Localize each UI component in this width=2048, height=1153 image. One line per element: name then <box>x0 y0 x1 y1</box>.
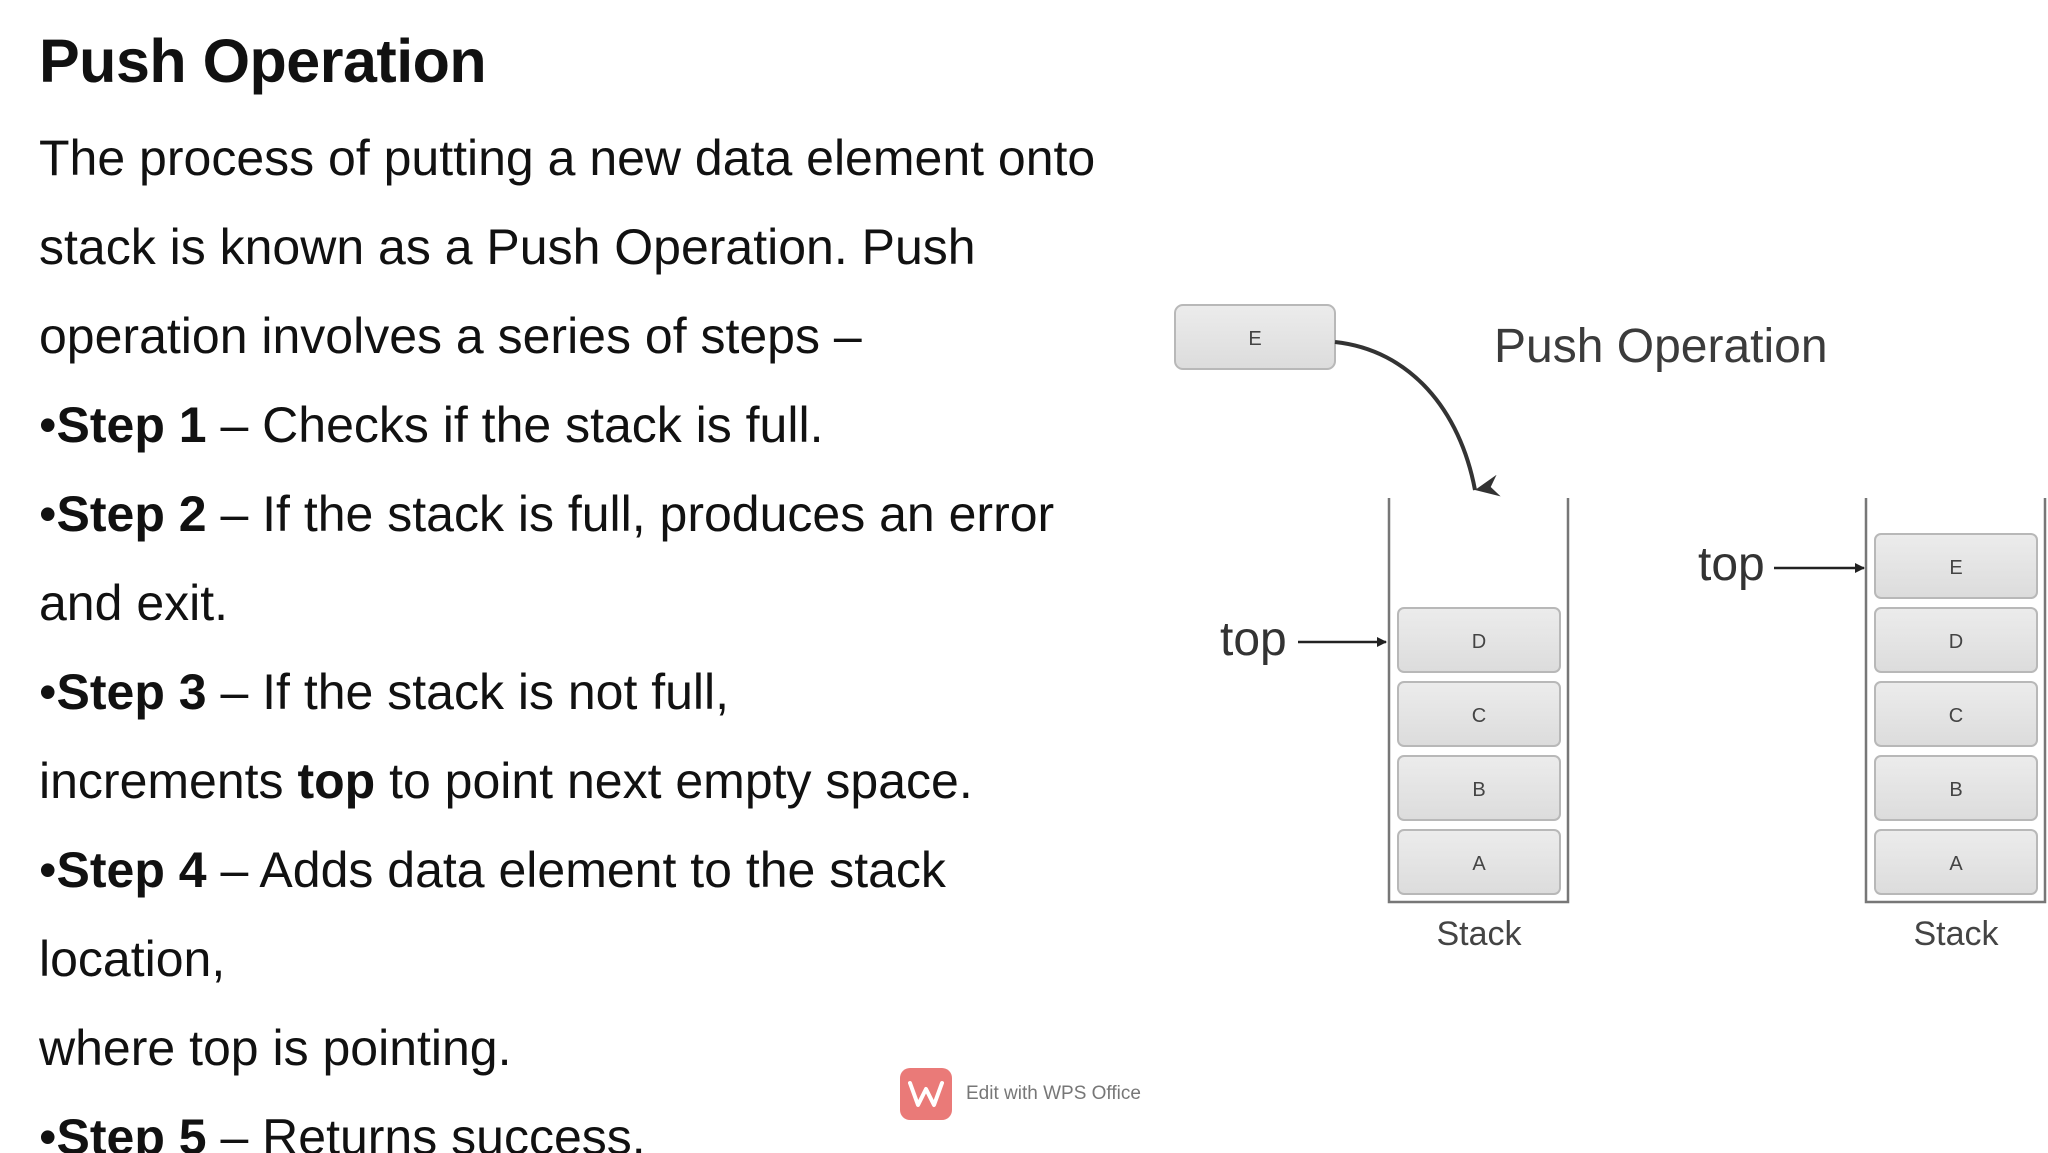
intro-line: The process of putting a new data elemen… <box>39 130 1096 186</box>
stack-cell <box>1874 533 2038 599</box>
push-operation-diagram: Push Operation E D C B A top Stack E <box>1160 290 2048 990</box>
step-3: •Step 3 – If the stack is not full, <box>39 662 729 722</box>
step-text: – If the stack is full, produces an erro… <box>206 486 1055 542</box>
wps-w-glyph <box>908 1081 944 1107</box>
wps-watermark: Edit with WPS Office <box>900 1068 1141 1120</box>
text-fragment: to point next empty space. <box>375 753 973 809</box>
step-5: •Step 5 – Returns success. <box>39 1107 646 1153</box>
wps-watermark-text: Edit with WPS Office <box>966 1083 1141 1104</box>
incoming-element-label: E <box>1248 328 1261 350</box>
step-text: – Adds data element to the stack <box>206 842 946 898</box>
text-fragment: increments <box>39 753 298 809</box>
push-arrow <box>1334 340 1501 497</box>
step-4-continuation: location, <box>39 931 226 987</box>
step-label: Step 5 <box>56 1109 207 1153</box>
stack-cell <box>1397 755 1561 821</box>
stack-caption: Stack <box>1436 915 1522 953</box>
incoming-element-box <box>1174 304 1336 370</box>
stack-cell-label: D <box>1472 631 1486 653</box>
step-label: Step 1 <box>56 397 207 453</box>
top-pointer-label: top <box>1220 613 1287 666</box>
step-1: •Step 1 – Checks if the stack is full. <box>39 395 823 455</box>
stack-cell-label: C <box>1472 705 1486 727</box>
stack-cell-label: E <box>1949 557 1962 579</box>
stack-after-cells: E D C B A <box>1874 533 2038 895</box>
bullet: • <box>39 1109 57 1153</box>
intro-line: stack is known as a Push Operation. Push <box>39 219 976 275</box>
bold-keyword: top <box>297 753 376 809</box>
diagram-title: Push Operation <box>1494 320 1828 373</box>
step-2: •Step 2 – If the stack is full, produces… <box>39 484 1054 544</box>
step-2-continuation: and exit. <box>39 575 229 631</box>
bullet: • <box>39 664 57 720</box>
step-text: – Returns success. <box>206 1109 646 1153</box>
stack-cell <box>1874 829 2038 895</box>
stack-cell-label: A <box>1472 853 1486 875</box>
stack-cell-label: B <box>1472 779 1485 801</box>
intro-line: operation involves a series of steps – <box>39 308 862 364</box>
bullet: • <box>39 842 57 898</box>
stack-caption: Stack <box>1913 915 1999 953</box>
step-text: – If the stack is not full, <box>206 664 730 720</box>
step-text: – Checks if the stack is full. <box>206 397 824 453</box>
step-label: Step 2 <box>56 486 207 542</box>
stack-cell-label: B <box>1949 779 1962 801</box>
stack-after-outline <box>1864 498 2047 904</box>
stack-cell <box>1397 681 1561 747</box>
wps-logo-icon <box>900 1068 952 1120</box>
stack-cell-label: C <box>1949 705 1963 727</box>
top-pointer-label: top <box>1698 538 1765 591</box>
stack-cell <box>1397 829 1561 895</box>
bullet: • <box>39 397 57 453</box>
bullet: • <box>39 486 57 542</box>
stack-cell-label: D <box>1949 631 1963 653</box>
step-3-continuation: increments top to point next empty space… <box>39 751 973 811</box>
stack-cell <box>1397 607 1561 673</box>
step-4: •Step 4 – Adds data element to the stack <box>39 840 946 900</box>
stack-cell-label: A <box>1949 853 1963 875</box>
diagram-svg: Push Operation E D C B A top Stack E <box>1174 304 2047 953</box>
stack-before-outline <box>1387 498 1570 904</box>
stack-before-cells: D C B A <box>1397 607 1561 895</box>
step-4-continuation: where top is pointing. <box>39 1020 512 1076</box>
step-label: Step 3 <box>56 664 207 720</box>
stack-cell <box>1874 681 2038 747</box>
step-label: Step 4 <box>56 842 207 898</box>
stack-cell <box>1874 755 2038 821</box>
page-title: Push Operation <box>39 27 487 95</box>
stack-cell <box>1874 607 2038 673</box>
